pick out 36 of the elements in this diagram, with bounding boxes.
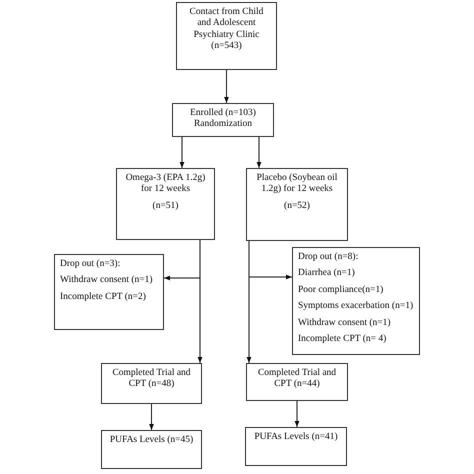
arrow [256, 136, 262, 168]
flowchart-box [101, 430, 202, 469]
box-text: Incomplete CPT (n= 4) [298, 334, 388, 346]
box-text: Drop out (n=8): [298, 252, 360, 264]
box-text: (n=52) [283, 200, 311, 212]
box-text: PUFAs Levels (n=45) [108, 435, 194, 446]
flowchart-box [246, 168, 348, 241]
box-text: Placebo (Soybean oil 1.2g) for 12 weeks [256, 173, 338, 196]
box-text: Drop out (n=3): [60, 259, 122, 270]
box-text: Poor compliance(n=1) [298, 284, 384, 296]
box-text: Completed Trial and CPT (n=48) [111, 368, 192, 391]
arrow [149, 404, 154, 430]
flowchart-box [101, 363, 202, 404]
arrow [224, 70, 229, 104]
flowchart-box [54, 254, 164, 330]
box-text: Omega-3 (EPA 1.2g) for 12 weeks [124, 173, 206, 196]
arrow [198, 240, 202, 364]
arrow [294, 400, 300, 428]
box-text: Completed Trial and CPT (n=44) [256, 368, 338, 391]
box-text: Contact from Child and Adolescent Psychiatry Clinic (n=543) [188, 7, 264, 53]
box-text: Withdraw consent (n=1) [60, 275, 154, 287]
box-text: Enrolled (n=103) Randomization [189, 108, 257, 131]
box-text: (n=51) [152, 200, 180, 212]
box-text: Diarrhea (n=1) [298, 268, 356, 280]
flowchart-box [246, 363, 348, 401]
flowchart-box [245, 427, 347, 466]
arrow [246, 240, 252, 364]
box-text: Incomplete CPT (n=2) [60, 292, 147, 304]
box-text: PUFAs Levels (n=41) [253, 432, 339, 444]
flowchart-box [176, 2, 277, 70]
box-text: Symptoms exacerbation (n=1) [298, 301, 414, 313]
flowchart-box [292, 247, 420, 355]
flowchart-box [172, 103, 274, 137]
arrow [180, 136, 184, 168]
flowchart-box [116, 168, 215, 240]
box-text: Withdraw consent (n=1) [298, 318, 392, 329]
